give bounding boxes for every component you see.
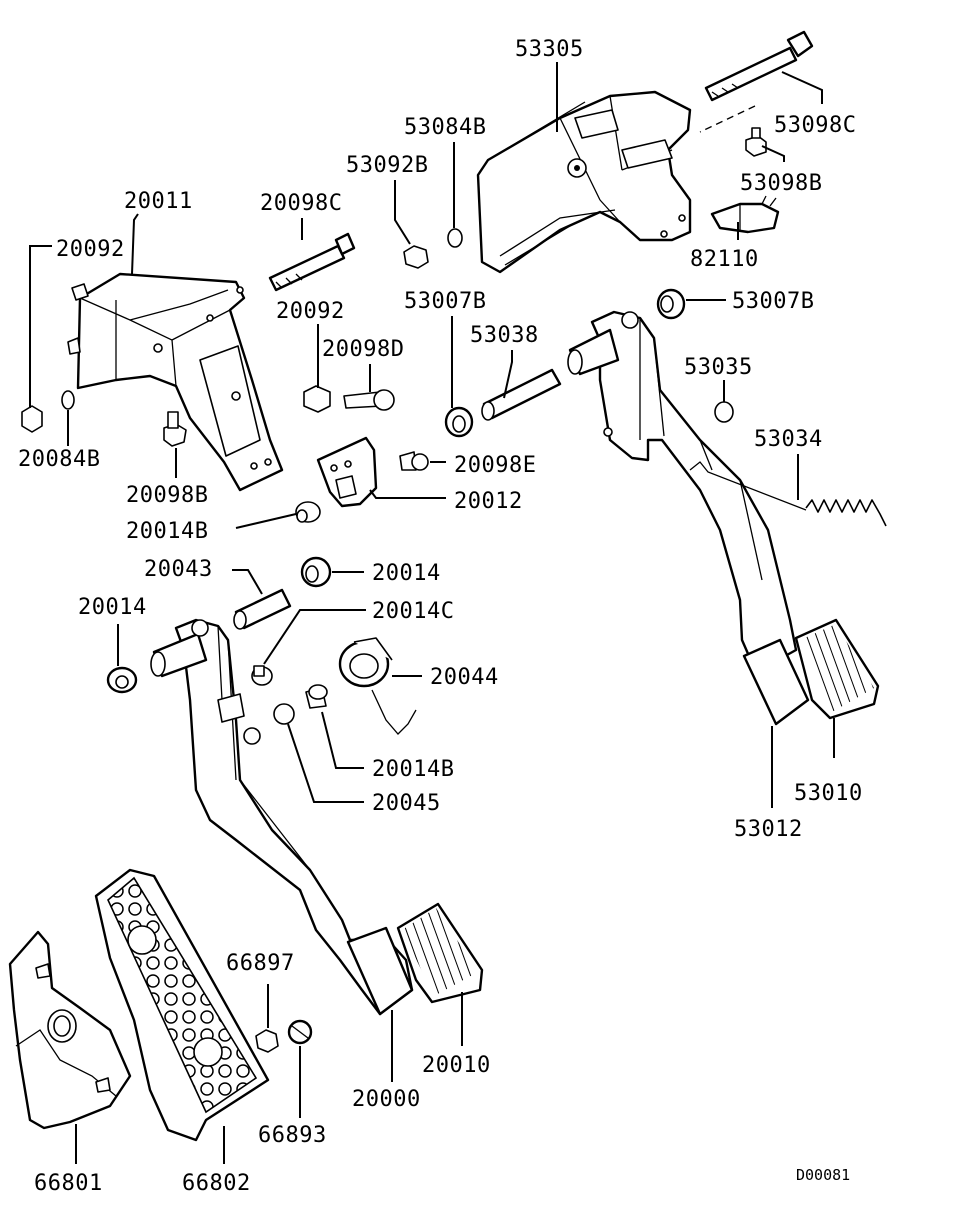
bolt-20098d [343,389,395,411]
label-53098c: 53098C [774,113,856,138]
brake-pedal-pad-53010 [794,618,880,720]
label-20000: 20000 [352,1087,421,1112]
label-20010: 20010 [422,1053,491,1078]
brake-pedal-lever [567,310,810,726]
accelerator-pedal-66802 [94,868,270,1142]
clutch-pedal-pad-20010 [396,902,484,1004]
label-20098b: 20098B [126,483,208,508]
label-20098c: 20098C [260,191,342,216]
stopper-66893 [287,1019,313,1045]
brake-pedal-bracket [476,90,692,274]
label-20011: 20011 [124,189,193,214]
label-20098e: 20098E [454,453,536,478]
clutch-pedal-bracket [67,272,284,492]
pedal-shaft-53038 [481,368,562,421]
bushing-20014b-top [295,501,321,523]
nut-53092b [403,245,429,269]
label-53034: 53034 [754,427,823,452]
label-20044: 20044 [430,665,499,690]
bracket-20012 [316,436,378,508]
label-20014-left: 20014 [78,595,147,620]
label-53012: 53012 [734,817,803,842]
label-20014c: 20014C [372,599,454,624]
label-66897: 66897 [226,951,295,976]
label-66893: 66893 [258,1123,327,1148]
clutch-spring-20044 [338,637,417,735]
label-66801: 66801 [34,1171,103,1196]
return-spring-53034 [689,461,887,527]
label-53098b: 53098B [740,171,822,196]
bolt-20098e [399,451,429,471]
bushing-53007b-left [444,406,474,438]
label-53007b-left: 53007B [404,289,486,314]
pin-20014c [251,665,273,686]
label-53305: 53305 [515,37,584,62]
label-20092-top: 20092 [56,237,125,262]
leader-lines [29,62,835,1164]
accelerator-bracket-66801 [8,930,132,1130]
label-20014b-bottom: 20014B [372,757,454,782]
label-53038: 53038 [470,323,539,348]
stop-lamp-switch [710,195,780,234]
pin-20014b-bottom [305,684,328,709]
bolt-20098b [163,411,187,447]
washer-20084b [61,390,75,410]
cap-53035 [714,401,734,423]
label-82110: 82110 [690,247,759,272]
cap-20045 [273,703,295,725]
label-20043: 20043 [144,557,213,582]
bushing-20014-left [106,666,138,694]
clutch-pedal-lever [150,618,414,1016]
label-20098d: 20098D [322,337,404,362]
label-53035: 53035 [684,355,753,380]
label-20012: 20012 [454,489,523,514]
label-53092b: 53092B [346,153,428,178]
part-labels: 53305 53098C 53084B 53092B 53098B 82110 … [18,37,863,1196]
nut-20092-left [21,405,43,433]
label-20045: 20045 [372,791,441,816]
drawing-code: D00081 [796,1166,850,1184]
label-20014-right: 20014 [372,561,441,586]
label-20084b: 20084B [18,447,100,472]
bushing-20014-right [300,556,332,588]
label-53007b-right: 53007B [732,289,814,314]
label-53084b: 53084B [404,115,486,140]
bolt-20098c [268,232,356,292]
nut-53098b [745,127,767,157]
nut-66897 [255,1029,279,1053]
bolt-53098c [704,30,814,102]
label-53010: 53010 [794,781,863,806]
nut-20092-mid [303,385,331,413]
pedal-shaft-20043 [233,588,292,630]
label-66802: 66802 [182,1171,251,1196]
label-20092-mid: 20092 [276,299,345,324]
bushing-53007b-right [656,288,686,320]
label-20014b-top: 20014B [126,519,208,544]
washer-53084b [447,228,463,248]
